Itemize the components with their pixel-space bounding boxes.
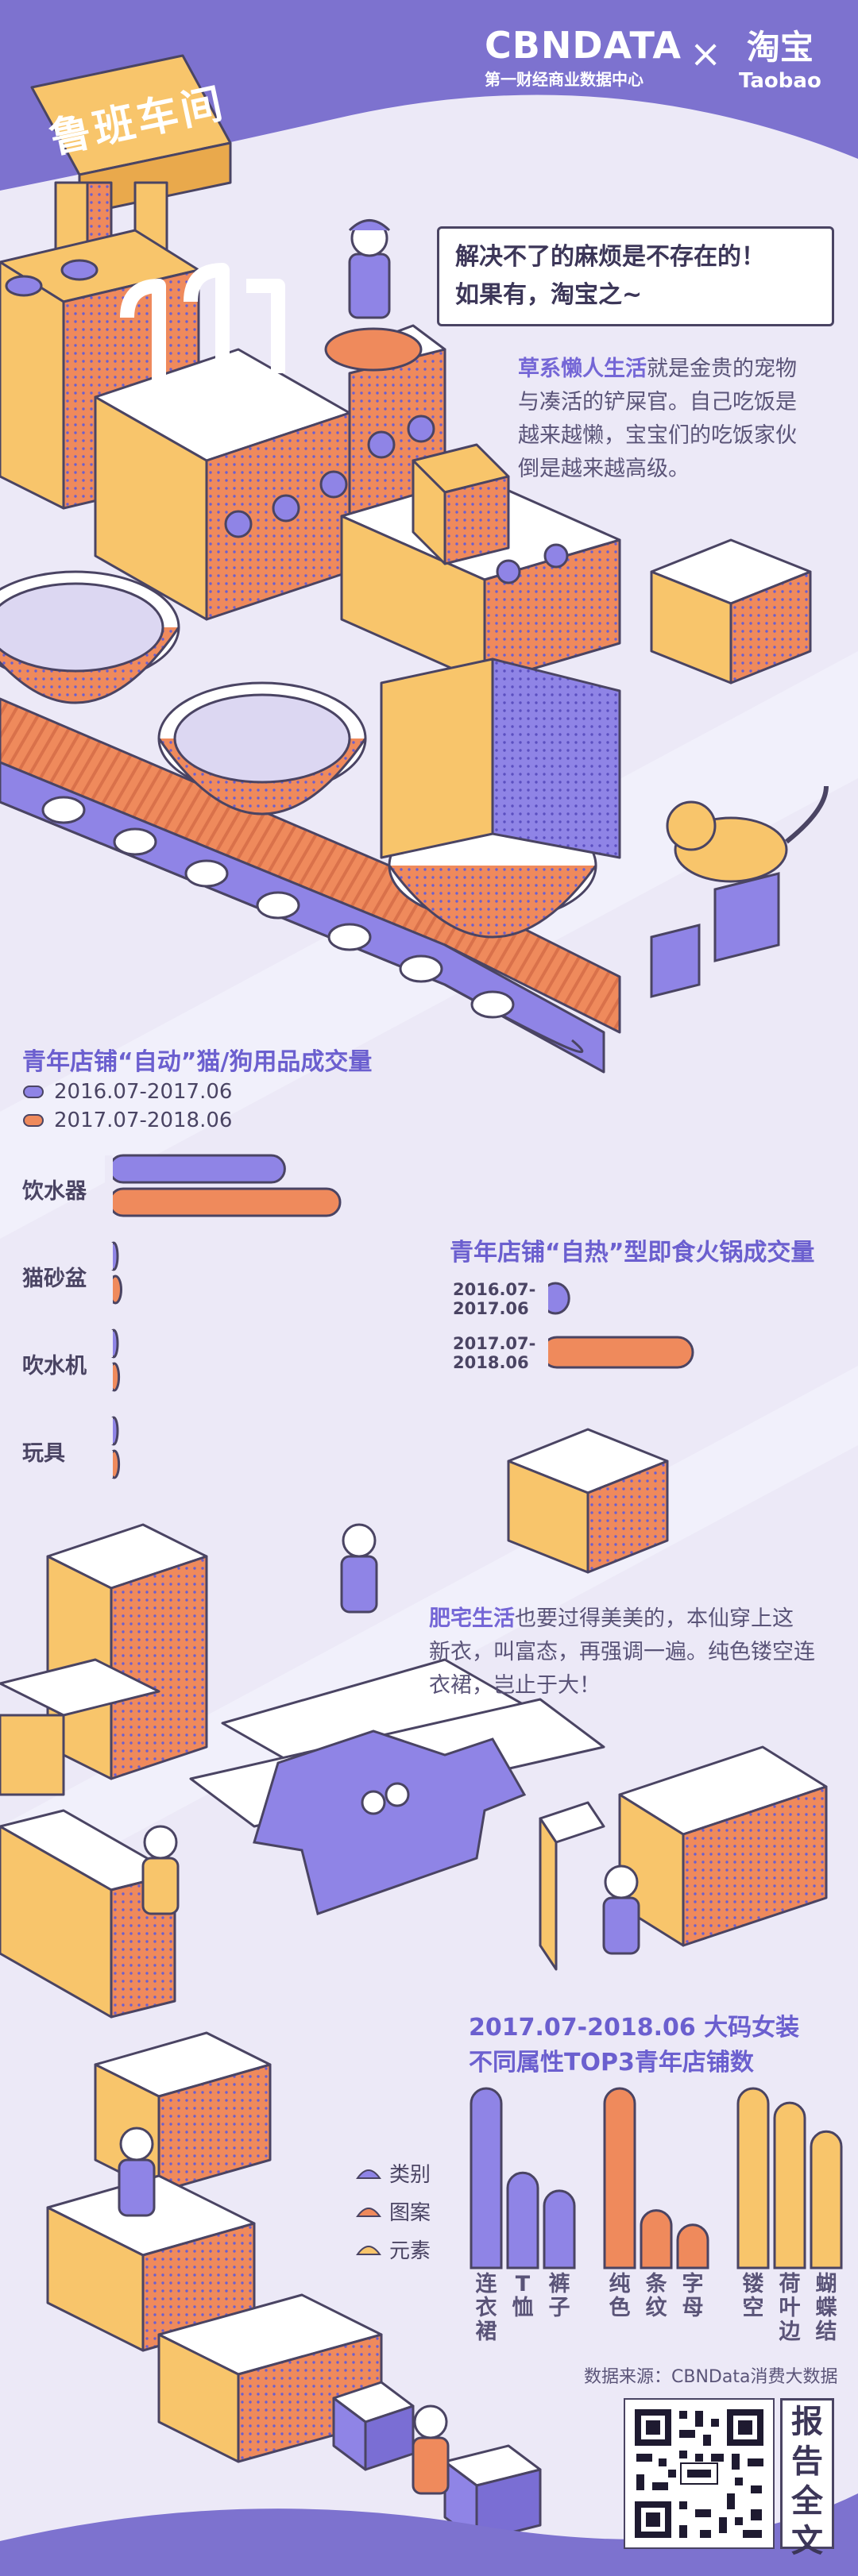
dress-label-2-0: 镂空 bbox=[742, 2272, 764, 2320]
legend-swatch-orange bbox=[23, 1114, 44, 1127]
legend-swatch-orange bbox=[356, 2207, 381, 2217]
pet-bar-cap-2-0 bbox=[105, 1330, 113, 1357]
pet-legend-label-0: 2016.07-2017.06 bbox=[54, 1080, 233, 1104]
pet-bar-cap-1-0 bbox=[105, 1243, 113, 1270]
dress-chart-subtitle: 不同属性TOP3青年店铺数 bbox=[469, 2049, 754, 2077]
cbndata-logo: CBNDATA 第一财经商业数据中心 bbox=[485, 24, 682, 90]
pet-chart-title: 青年店铺“自动”猫/狗用品成交量 bbox=[22, 1048, 373, 1076]
report-char-0: 报 bbox=[791, 2404, 823, 2440]
legend-swatch-purple bbox=[356, 2169, 381, 2179]
pet-life-paragraph: 草系懒人生活就是金贵的宠物 与凑活的铲屎官。自己吃饭是 越来越懒，宝宝们的吃饭家… bbox=[518, 353, 844, 486]
collab-separator: × bbox=[690, 32, 722, 76]
full-report-button[interactable]: 报 告 全 文 bbox=[780, 2398, 834, 2559]
dress-chart-title: 2017.07-2018.06 大码女装 bbox=[469, 2014, 800, 2042]
pet-category-1: 猫砂盆 bbox=[22, 1267, 87, 1291]
legend-swatch-purple bbox=[23, 1086, 44, 1098]
dress-label-2-1: 荷叶边 bbox=[779, 2272, 801, 2344]
pet-life-line-1: 与凑活的铲屎官。自己吃饭是 bbox=[518, 390, 797, 415]
partner-cn: 淘宝 bbox=[746, 28, 814, 67]
legend-swatch-yellow bbox=[356, 2245, 381, 2255]
data-source: 数据来源：CBNData消费大数据 bbox=[584, 2367, 838, 2387]
pet-legend-item-1: 2017.07-2018.06 bbox=[22, 1109, 232, 1132]
dress-bar-1-0 bbox=[603, 2087, 636, 2269]
hotpot-bar-chart bbox=[537, 1282, 694, 1369]
fat-home-line-2: 衣裙，岂止于大！ bbox=[429, 1673, 601, 1698]
dress-label-1-0: 纯色 bbox=[609, 2272, 631, 2320]
speech-line-1: 解决不了的麻烦是不存在的！ bbox=[455, 243, 765, 271]
dress-legend-label-2: 元素 bbox=[389, 2239, 431, 2263]
dress-bar-2-2 bbox=[810, 2130, 843, 2269]
pet-bar-cap-3-0 bbox=[105, 1417, 113, 1444]
dress-label-0-0: 连衣裙 bbox=[475, 2272, 497, 2344]
dress-bar-2-0 bbox=[736, 2087, 770, 2269]
hotpot-chart-title: 青年店铺“自热”型即食火锅成交量 bbox=[450, 1239, 815, 1267]
pet-category-2: 吹水机 bbox=[22, 1354, 87, 1379]
pet-legend-label-1: 2017.07-2018.06 bbox=[54, 1109, 233, 1132]
pet-bar-cap-0-1 bbox=[105, 1189, 113, 1216]
speech-line-2: 如果有，淘宝之~ bbox=[455, 281, 643, 309]
hotpot-bar-cap-1 bbox=[537, 1336, 548, 1369]
hotpot-label-1: 2017.07-2018.06 bbox=[453, 1334, 536, 1372]
hotpot-label-0: 2016.07-2017.06 bbox=[453, 1280, 536, 1318]
pet-bar-cap-0-0 bbox=[105, 1155, 113, 1182]
pet-bar-0-0 bbox=[108, 1154, 286, 1184]
pet-category-3: 玩具 bbox=[22, 1441, 65, 1466]
fat-home-keyword: 肥宅生活 bbox=[429, 1606, 515, 1631]
dress-bar-0-0 bbox=[470, 2087, 503, 2269]
taobao-logo: 淘宝 Taobao bbox=[739, 21, 821, 93]
dress-bar-0-2 bbox=[543, 2189, 576, 2269]
pet-bar-chart bbox=[105, 1154, 342, 1479]
dress-bar-2-1 bbox=[773, 2101, 806, 2269]
pet-category-0: 饮水器 bbox=[22, 1179, 87, 1204]
dress-bar-chart bbox=[470, 2087, 843, 2269]
pet-legend-item-0: 2016.07-2017.06 bbox=[22, 1080, 232, 1104]
dress-label-1-1: 条纹 bbox=[645, 2272, 667, 2320]
qr-code-icon[interactable] bbox=[624, 2398, 775, 2549]
dress-legend-label-0: 类别 bbox=[389, 2163, 431, 2187]
brand-subtitle: 第一财经商业数据中心 bbox=[485, 70, 644, 89]
dress-legend-item-0: 类别 bbox=[356, 2158, 431, 2188]
dress-label-0-2: 裤子 bbox=[548, 2272, 570, 2320]
pet-bar-cap-3-1 bbox=[105, 1451, 113, 1478]
pet-life-keyword: 草系懒人生活 bbox=[518, 357, 647, 381]
partner-en: Taobao bbox=[739, 69, 821, 93]
dress-bar-1-1 bbox=[640, 2209, 673, 2269]
speech-bubble: 解决不了的麻烦是不存在的！ 如果有，淘宝之~ bbox=[437, 226, 834, 326]
pet-bar-cap-1-1 bbox=[105, 1276, 113, 1303]
hotpot-bar-cap-0 bbox=[537, 1282, 548, 1315]
report-char-2: 全 bbox=[791, 2483, 823, 2520]
brand-name: CBNDATA bbox=[485, 24, 682, 67]
dress-label-1-2: 字母 bbox=[682, 2272, 704, 2320]
fat-home-line-1: 新衣，叫富态，再强调一遍。纯色镂空连 bbox=[429, 1640, 815, 1664]
pet-bar-cap-2-1 bbox=[105, 1363, 113, 1390]
pet-life-line-0: 就是金贵的宠物 bbox=[647, 357, 797, 381]
dress-legend-item-1: 图案 bbox=[356, 2196, 431, 2226]
fat-home-line-0: 也要过得美美的，本仙穿上这 bbox=[515, 1606, 794, 1631]
report-char-1: 告 bbox=[791, 2443, 823, 2480]
fat-home-paragraph: 肥宅生活也要过得美美的，本仙穿上这 新衣，叫富态，再强调一遍。纯色镂空连 衣裙，… bbox=[429, 1602, 842, 1703]
dress-legend-item-2: 元素 bbox=[356, 2235, 431, 2264]
pet-bar-0-1 bbox=[108, 1187, 342, 1217]
pet-life-line-3: 倒是越来越高级。 bbox=[518, 457, 690, 481]
dress-label-2-2: 蝴蝶结 bbox=[815, 2272, 837, 2344]
hotpot-bar-1 bbox=[540, 1336, 694, 1369]
pet-life-line-2: 越来越懒，宝宝们的吃饭家伙 bbox=[518, 423, 797, 448]
dress-bar-0-1 bbox=[506, 2171, 539, 2269]
dress-legend-label-1: 图案 bbox=[389, 2201, 431, 2225]
report-char-3: 文 bbox=[791, 2523, 823, 2559]
dress-bar-1-2 bbox=[676, 2223, 709, 2269]
